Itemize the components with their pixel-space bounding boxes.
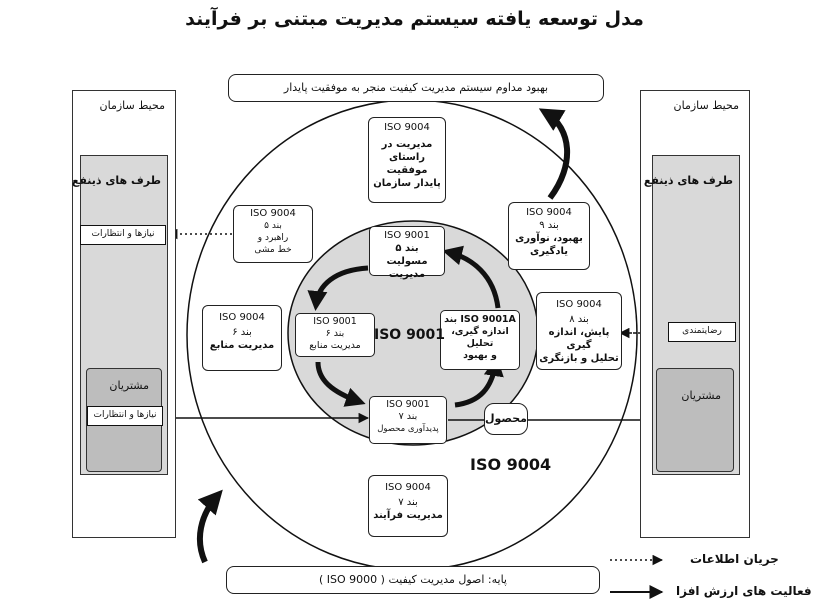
inner-b-l2: پدیدآوری محصول bbox=[377, 424, 439, 434]
legend-info-flow: جریان اطلاعات bbox=[690, 552, 779, 566]
right-stakeholders-label: طرف های ذینفع bbox=[643, 174, 733, 187]
outer-ul-std: ISO 9004 bbox=[250, 208, 296, 219]
outer-l-l2: مدیریت منابع bbox=[209, 340, 275, 351]
outer-b-std: ISO 9004 bbox=[385, 482, 431, 493]
outer-ul-l2: راهبرد و bbox=[257, 233, 289, 243]
outer-r-l1: بند ۸ bbox=[569, 314, 589, 325]
inner-t-std: ISO 9001 bbox=[384, 230, 430, 241]
inner-l-l1: بند ۶ bbox=[325, 328, 345, 339]
inner-t-l2: مسولیت مدیریت bbox=[386, 256, 428, 280]
outer-box-bottom: ISO 9004 بند ۷ مدیریت فرآیند bbox=[368, 475, 448, 537]
inner-box-bottom: ISO 9001 بند ۷ پدیدآوری محصول bbox=[369, 396, 447, 444]
outer-ur-l2: بهبود، نوآوری bbox=[515, 233, 583, 244]
legend-value-activities: فعالیت های ارزش افزا bbox=[676, 584, 812, 598]
right-satisfaction-box: رضایتمندی bbox=[668, 322, 736, 342]
inner-b-l1: بند ۷ bbox=[398, 411, 418, 422]
outer-top-l2: راستای موفقیت bbox=[386, 152, 428, 176]
outer-l-std: ISO 9004 bbox=[219, 312, 265, 323]
inner-b-std: ISO 9001 bbox=[386, 399, 430, 410]
outer-l-l1: بند ۶ bbox=[232, 327, 252, 338]
cycle-arrow-4 bbox=[442, 245, 501, 309]
outer-ul-l1: بند ۵ bbox=[264, 221, 282, 231]
outer-ring-label: ISO 9004 bbox=[470, 455, 552, 474]
outer-box-top: ISO 9004 مدیریت در راستای موفقیت پایدار … bbox=[368, 117, 446, 203]
inner-t-l1: بند ۵ bbox=[395, 243, 419, 254]
cycle-arrow-2 bbox=[315, 361, 366, 407]
outer-r-l2: پایش، اندازه گیری bbox=[548, 327, 610, 351]
left-customers-label: مشتریان bbox=[109, 379, 149, 392]
outer-r-std: ISO 9004 bbox=[556, 299, 602, 310]
cycle-arrow-1 bbox=[307, 265, 369, 311]
inner-l-l2: مدیریت منابع bbox=[309, 340, 361, 351]
right-env-header: محیط سازمان bbox=[673, 99, 739, 112]
outer-box-left: ISO 9004 بند ۶ مدیریت منابع bbox=[202, 305, 282, 371]
outer-box-upper-left: ISO 9004 بند ۵ راهبرد و خط مشی bbox=[233, 205, 313, 263]
outer-top-std: ISO 9004 bbox=[384, 122, 430, 133]
foundation-arrow bbox=[196, 489, 223, 564]
inner-r-l2: و بهبود bbox=[463, 350, 497, 361]
outer-b-l2: مدیریت فرآیند bbox=[373, 510, 443, 521]
left-env-header: محیط سازمان bbox=[99, 99, 165, 112]
inner-r-l1: اندازه گیری، تحلیل bbox=[451, 326, 509, 349]
improvement-arrow bbox=[538, 108, 571, 200]
inner-l-std: ISO 9001 bbox=[313, 316, 357, 327]
outer-r-l3: تحلیل و بازنگری bbox=[539, 353, 619, 364]
outer-ur-std: ISO 9004 bbox=[526, 207, 572, 218]
right-customers-label: مشتریان bbox=[681, 389, 721, 402]
bottom-banner: پایه: اصول مدیریت کیفیت ( ISO 9000 ) bbox=[226, 566, 600, 594]
diagram-title: مدل توسعه یافته سیستم مدیریت مبتنی بر فر… bbox=[185, 8, 644, 30]
outer-ur-l3: یادگیری bbox=[530, 246, 568, 257]
left-needs-box: نیازها و انتظارات bbox=[80, 225, 166, 245]
inner-circle-label: ISO 9001 bbox=[374, 327, 446, 343]
inner-box-right: ISO 9001A بند اندازه گیری، تحلیل و بهبود bbox=[440, 310, 520, 370]
product-label: محصول bbox=[484, 403, 528, 435]
outer-top-l3: پایدار سازمان bbox=[373, 178, 441, 189]
inner-box-left: ISO 9001 بند ۶ مدیریت منابع bbox=[295, 313, 375, 357]
left-stakeholders-label: طرف های ذینفع bbox=[71, 174, 161, 187]
outer-box-upper-right: ISO 9004 بند ۹ بهبود، نوآوری یادگیری bbox=[508, 202, 590, 270]
top-banner: بهبود مداوم سیستم مدیریت کیفیت منجر به م… bbox=[228, 74, 604, 102]
right-customers-panel: مشتریان bbox=[656, 368, 734, 472]
outer-ul-l3: خط مشی bbox=[254, 245, 292, 255]
inner-box-top: ISO 9001 بند ۵ مسولیت مدیریت bbox=[369, 226, 445, 280]
outer-b-l1: بند ۷ bbox=[398, 497, 418, 508]
outer-ur-l1: بند ۹ bbox=[539, 220, 559, 231]
outer-top-l1: مدیریت در bbox=[381, 139, 433, 150]
outer-box-right: ISO 9004 بند ۸ پایش، اندازه گیری تحلیل و… bbox=[536, 292, 622, 370]
left-customer-needs-box: نیازها و انتظارات bbox=[87, 406, 163, 426]
inner-r-std: ISO 9001A بند bbox=[444, 314, 516, 325]
